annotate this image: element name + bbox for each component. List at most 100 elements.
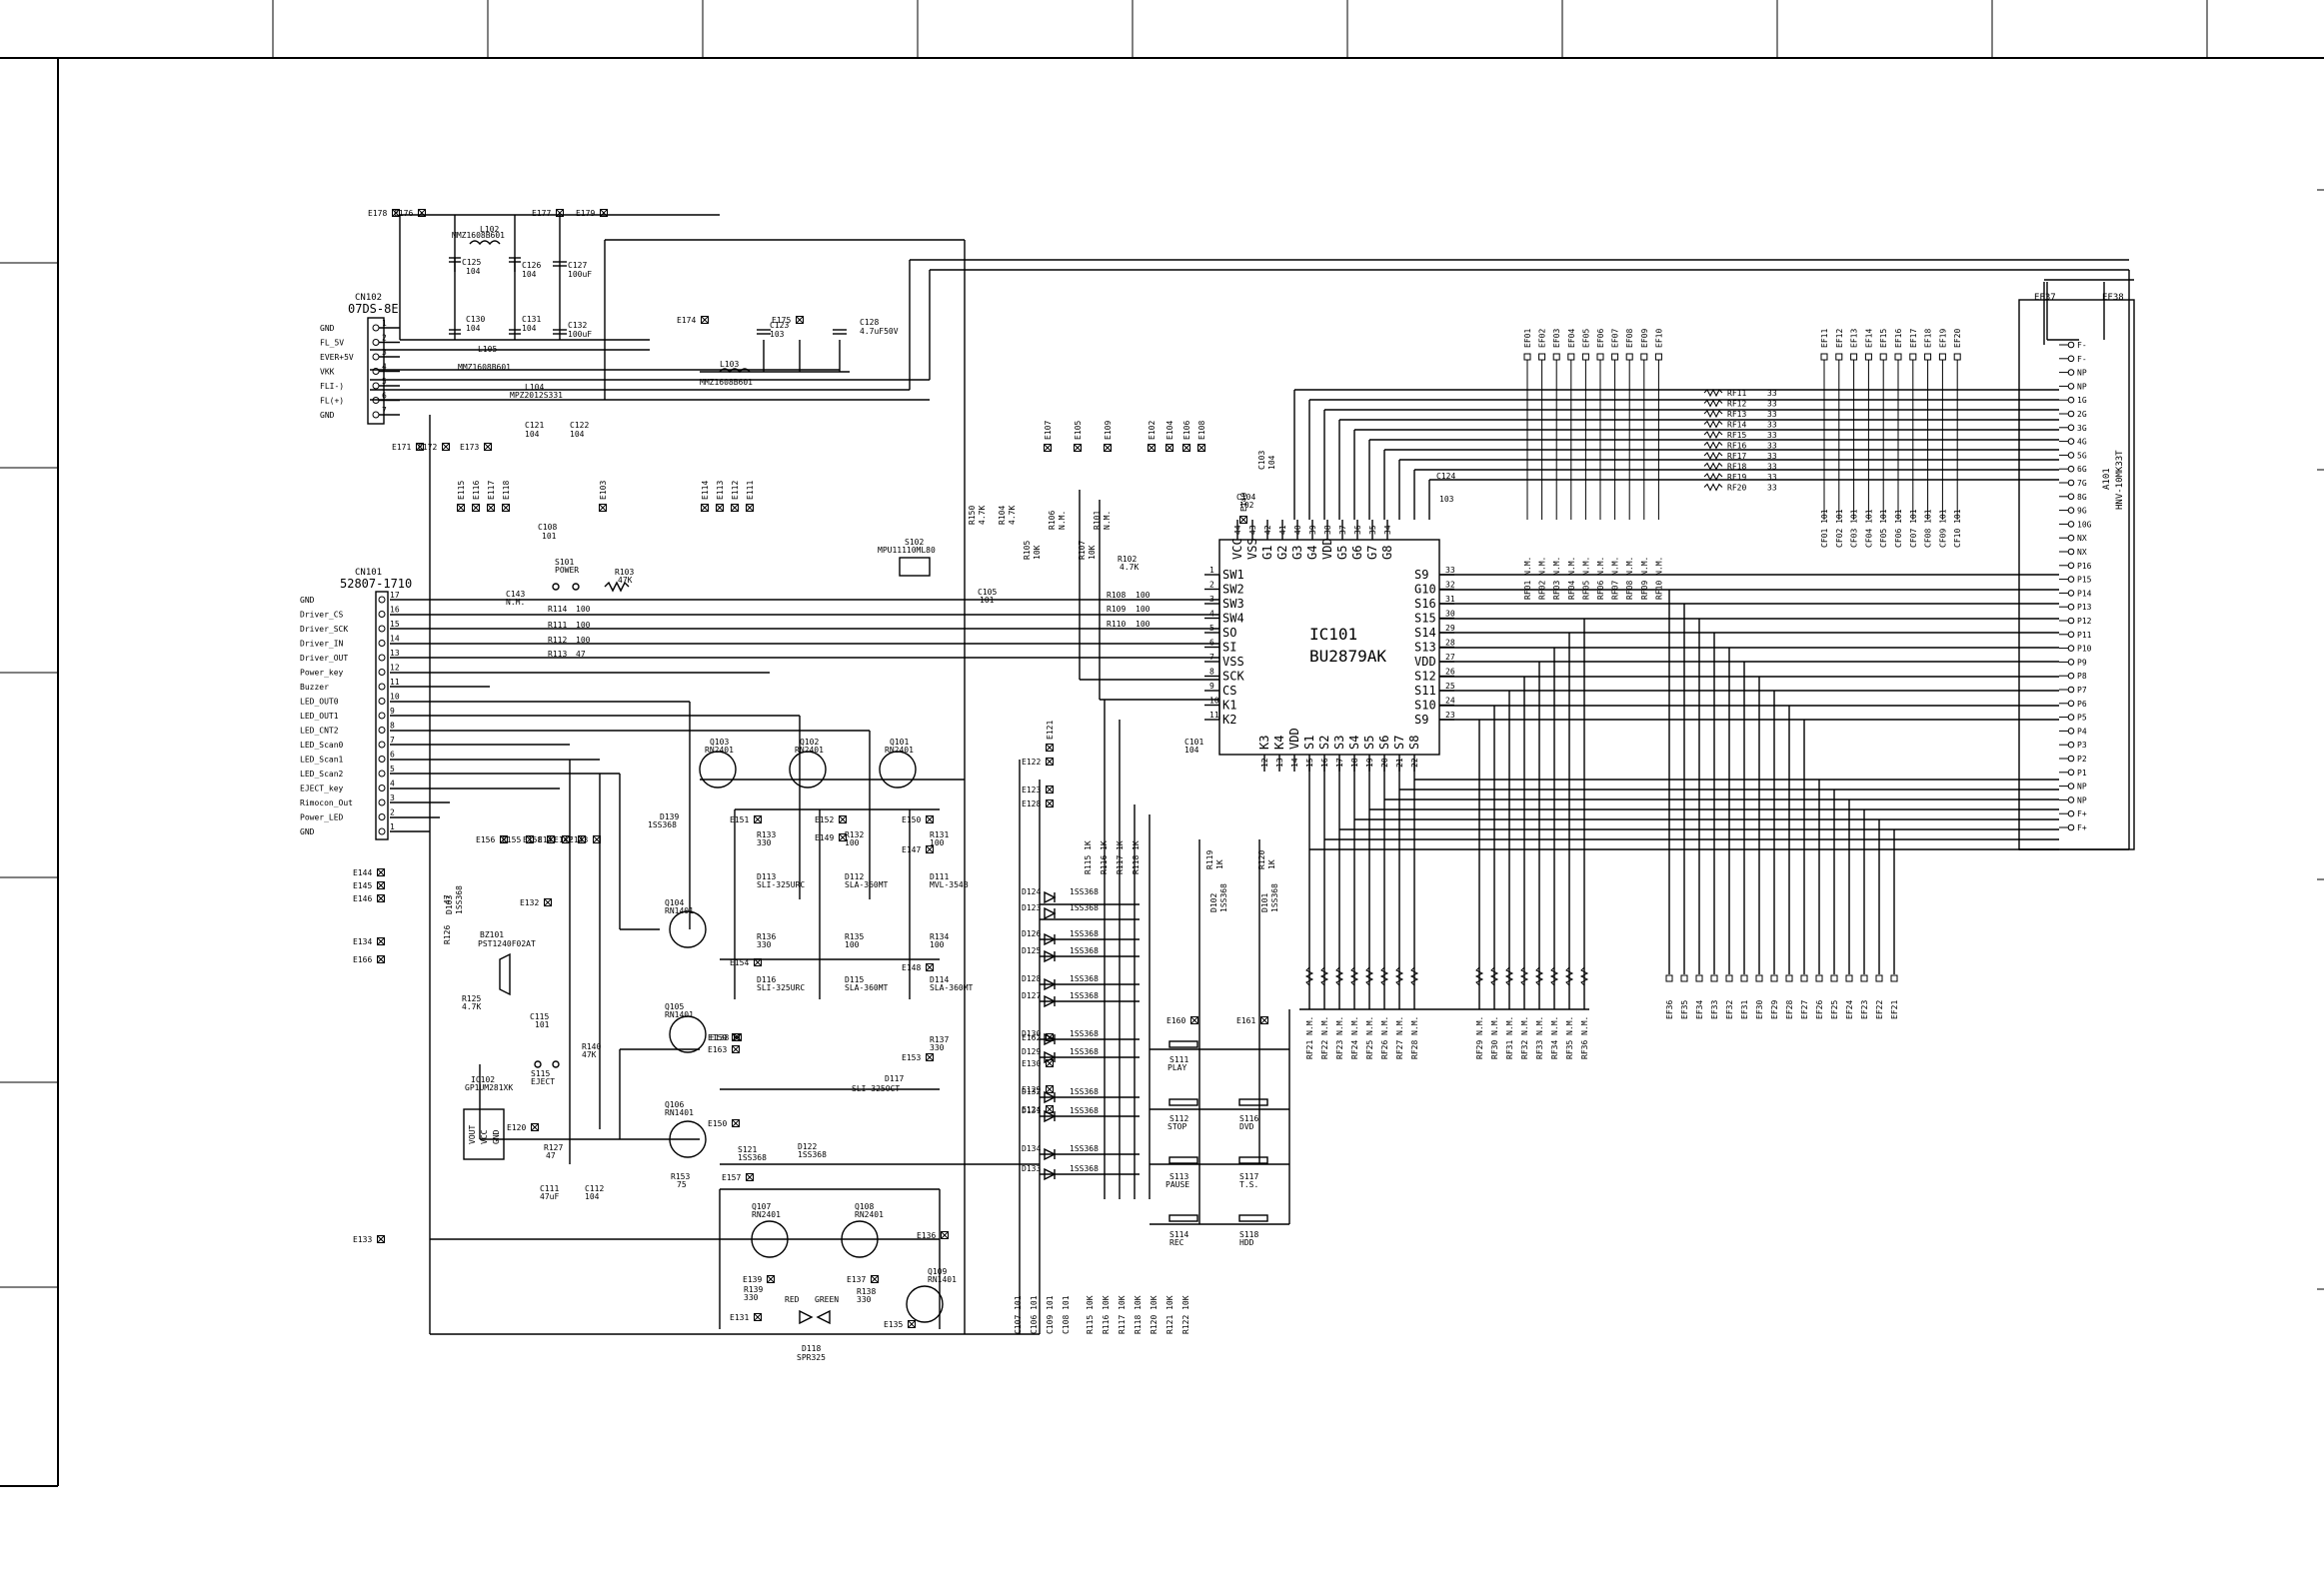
test-point-pad[interactable] bbox=[377, 937, 385, 945]
s115-contact-b[interactable] bbox=[552, 1060, 560, 1068]
test-point-pad[interactable] bbox=[1074, 444, 1082, 452]
test-point-pad[interactable] bbox=[1190, 1016, 1198, 1024]
ef-pad[interactable] bbox=[1909, 353, 1917, 361]
ef-pad[interactable] bbox=[1800, 974, 1808, 982]
test-point-pad[interactable] bbox=[1239, 516, 1247, 524]
ef-pad[interactable] bbox=[1845, 974, 1853, 982]
test-point-pad[interactable] bbox=[701, 316, 709, 324]
test-point-pad[interactable] bbox=[442, 443, 450, 451]
hdd-switch[interactable] bbox=[1238, 1214, 1268, 1222]
s115-contact-a[interactable] bbox=[534, 1060, 542, 1068]
test-point-pad[interactable] bbox=[731, 504, 739, 512]
test-point-pad[interactable] bbox=[754, 958, 762, 966]
ef-pad[interactable] bbox=[1830, 974, 1838, 982]
ef-pad[interactable] bbox=[1864, 353, 1872, 361]
test-point-pad[interactable] bbox=[796, 316, 804, 324]
test-point-pad[interactable] bbox=[1044, 444, 1052, 452]
test-point-pad[interactable] bbox=[418, 209, 426, 217]
test-point-pad[interactable] bbox=[732, 1045, 740, 1053]
ef-pad[interactable] bbox=[1680, 974, 1688, 982]
test-point-pad[interactable] bbox=[392, 209, 400, 217]
test-point-pad[interactable] bbox=[754, 1313, 762, 1321]
ef-pad[interactable] bbox=[1725, 974, 1733, 982]
test-point-pad[interactable] bbox=[1046, 1085, 1054, 1093]
ef-pad[interactable] bbox=[1770, 974, 1778, 982]
test-point-pad[interactable] bbox=[600, 209, 608, 217]
test-point-pad[interactable] bbox=[544, 898, 552, 906]
test-point-pad[interactable] bbox=[377, 881, 385, 889]
test-point-pad[interactable] bbox=[578, 835, 586, 843]
test-point-pad[interactable] bbox=[1046, 744, 1054, 752]
test-point-pad[interactable] bbox=[1046, 1033, 1054, 1041]
test-point-pad[interactable] bbox=[926, 1053, 934, 1061]
test-point-pad[interactable] bbox=[472, 504, 480, 512]
test-point-pad[interactable] bbox=[377, 868, 385, 876]
test-point-pad[interactable] bbox=[716, 504, 724, 512]
test-point-pad[interactable] bbox=[457, 504, 465, 512]
test-point-pad[interactable] bbox=[502, 504, 510, 512]
ef-pad[interactable] bbox=[1924, 353, 1932, 361]
test-point-pad[interactable] bbox=[746, 1173, 754, 1181]
test-point-pad[interactable] bbox=[377, 894, 385, 902]
test-point-pad[interactable] bbox=[1148, 444, 1156, 452]
ef-pad[interactable] bbox=[1695, 974, 1703, 982]
test-point-pad[interactable] bbox=[1165, 444, 1173, 452]
test-point-pad[interactable] bbox=[926, 815, 934, 823]
test-point-pad[interactable] bbox=[908, 1320, 916, 1328]
test-point-pad[interactable] bbox=[1046, 786, 1054, 794]
ef-pad[interactable] bbox=[1835, 353, 1843, 361]
ef-pad[interactable] bbox=[1581, 353, 1589, 361]
test-point-pad[interactable] bbox=[1046, 1059, 1054, 1067]
test-point-pad[interactable] bbox=[1046, 1105, 1054, 1113]
test-point-pad[interactable] bbox=[871, 1275, 879, 1283]
s102-body[interactable] bbox=[899, 557, 931, 577]
test-point-pad[interactable] bbox=[1197, 444, 1205, 452]
test-point-pad[interactable] bbox=[377, 955, 385, 963]
test-point-pad[interactable] bbox=[487, 504, 495, 512]
ef-pad[interactable] bbox=[1860, 974, 1868, 982]
test-point-pad[interactable] bbox=[562, 835, 570, 843]
test-point-pad[interactable] bbox=[1260, 1016, 1268, 1024]
ef-pad[interactable] bbox=[1538, 353, 1546, 361]
ef-pad[interactable] bbox=[1820, 353, 1828, 361]
ef-pad[interactable] bbox=[1710, 974, 1718, 982]
play-switch[interactable] bbox=[1168, 1040, 1198, 1048]
ef-pad[interactable] bbox=[1640, 353, 1648, 361]
ef-pad[interactable] bbox=[1665, 974, 1673, 982]
ef-pad[interactable] bbox=[1850, 353, 1858, 361]
test-point-pad[interactable] bbox=[547, 835, 555, 843]
test-point-pad[interactable] bbox=[556, 209, 564, 217]
test-point-pad[interactable] bbox=[1046, 799, 1054, 807]
dvd-switch[interactable] bbox=[1238, 1098, 1268, 1106]
ef-pad[interactable] bbox=[1523, 353, 1531, 361]
test-point-pad[interactable] bbox=[531, 1123, 539, 1131]
test-point-pad[interactable] bbox=[1046, 758, 1054, 766]
test-point-pad[interactable] bbox=[926, 845, 934, 853]
test-point-pad[interactable] bbox=[484, 443, 492, 451]
test-point-pad[interactable] bbox=[1104, 444, 1112, 452]
ef-pad[interactable] bbox=[1890, 974, 1898, 982]
ef-pad[interactable] bbox=[1740, 974, 1748, 982]
test-point-pad[interactable] bbox=[754, 815, 762, 823]
test-point-pad[interactable] bbox=[1182, 444, 1190, 452]
ef-pad[interactable] bbox=[1625, 353, 1633, 361]
test-point-pad[interactable] bbox=[732, 1119, 740, 1127]
key-switches[interactable] bbox=[1168, 1040, 1268, 1222]
rec-switch[interactable] bbox=[1168, 1214, 1198, 1222]
stop-switch[interactable] bbox=[1168, 1098, 1198, 1106]
test-point-pad[interactable] bbox=[416, 443, 424, 451]
s101-contact-a[interactable] bbox=[552, 583, 560, 591]
test-point-pad[interactable] bbox=[701, 504, 709, 512]
ef-pad[interactable] bbox=[1552, 353, 1560, 361]
test-point-pad[interactable] bbox=[941, 1231, 949, 1239]
test-point-pad[interactable] bbox=[593, 835, 601, 843]
test-point-pad[interactable] bbox=[839, 815, 847, 823]
test-point-pad[interactable] bbox=[732, 1033, 740, 1041]
ts-switch[interactable] bbox=[1238, 1156, 1268, 1164]
test-point-pad[interactable] bbox=[500, 835, 508, 843]
ef-pad[interactable] bbox=[1611, 353, 1619, 361]
ef-pad[interactable] bbox=[1654, 353, 1662, 361]
s101-contact-b[interactable] bbox=[572, 583, 580, 591]
pause-switch[interactable] bbox=[1168, 1156, 1198, 1164]
test-point-pad[interactable] bbox=[926, 963, 934, 971]
